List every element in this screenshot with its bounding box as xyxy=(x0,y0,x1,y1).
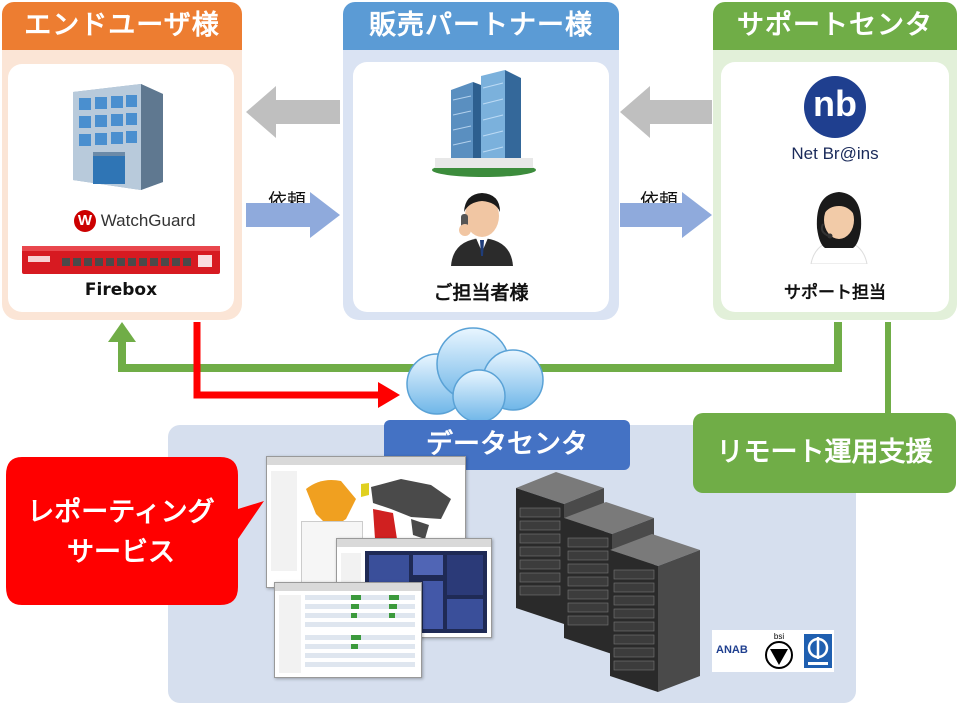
netbrains-brand-text: Net Br@ins xyxy=(791,144,879,163)
skyscraper-icon xyxy=(432,70,536,177)
reporting-callout-line1: レポーティング xyxy=(27,497,215,528)
report-heatmap-toolbar xyxy=(337,539,491,547)
watchguard-brand-text: WatchGuard xyxy=(100,211,196,230)
report-map-chart xyxy=(306,479,451,555)
end-user-title: エンドユーザ様 xyxy=(2,2,242,50)
firebox-appliance xyxy=(22,246,220,274)
support-title: サポートセンタ xyxy=(713,2,957,50)
bsi-kitemark xyxy=(765,641,793,669)
firebox-label: Firebox xyxy=(84,280,158,300)
end-user-panel: エンドユーザ様 W WatchGuard xyxy=(2,2,242,320)
bsi-logo: bsi xyxy=(762,632,796,670)
red-arrowhead xyxy=(378,382,400,408)
gray-arrow-partner-to-enduser xyxy=(246,86,340,138)
privacy-mark-logo xyxy=(804,634,832,668)
partner-person-label: ご担当者様 xyxy=(433,282,529,304)
netbrains-logo: nb xyxy=(804,76,866,138)
remote-support-callout: リモート運用支援 xyxy=(693,413,956,493)
watchguard-logo: W WatchGuard xyxy=(74,210,196,236)
cloud-icon xyxy=(406,327,544,423)
partner-inner: ご担当者様 xyxy=(353,62,609,312)
report-map-toolbar xyxy=(267,457,465,465)
watchguard-w-mark: W xyxy=(74,210,96,232)
reporting-callout-line2: サービス xyxy=(67,537,175,568)
netbrains-mark: nb xyxy=(813,83,857,124)
certification-logos: ANAB bsi xyxy=(712,630,834,672)
support-operator xyxy=(810,192,868,264)
report-table-rows xyxy=(279,595,415,673)
red-log-line xyxy=(193,322,380,399)
server-racks-icon xyxy=(516,472,700,692)
blue-arrow-partner-to-support xyxy=(620,192,712,238)
blue-arrow-enduser-to-partner xyxy=(246,192,340,238)
gray-arrow-support-to-partner xyxy=(620,86,712,138)
report-table-toolbar xyxy=(275,583,421,591)
report-map-sidebar xyxy=(271,471,297,571)
support-person-label: サポート担当 xyxy=(784,283,886,303)
office-building-icon xyxy=(73,84,163,190)
businessman-on-phone xyxy=(451,193,513,266)
support-inner: nb Net Br@ins サポート担当 xyxy=(721,62,949,312)
reporting-callout-shape xyxy=(6,457,264,605)
server-rack-front xyxy=(610,534,700,692)
partner-panel: 販売パートナー様 ご担当者様 xyxy=(343,2,619,320)
green-arrowhead xyxy=(108,322,136,342)
bsi-text: bsi xyxy=(773,632,785,641)
support-panel: サポートセンタ nb Net Br@ins サポート担当 xyxy=(713,2,957,320)
report-screenshot-table xyxy=(274,582,422,678)
anab-logo: ANAB xyxy=(716,644,748,656)
partner-title: 販売パートナー様 xyxy=(343,2,619,50)
end-user-inner: W WatchGuard Firebox xyxy=(8,64,234,312)
